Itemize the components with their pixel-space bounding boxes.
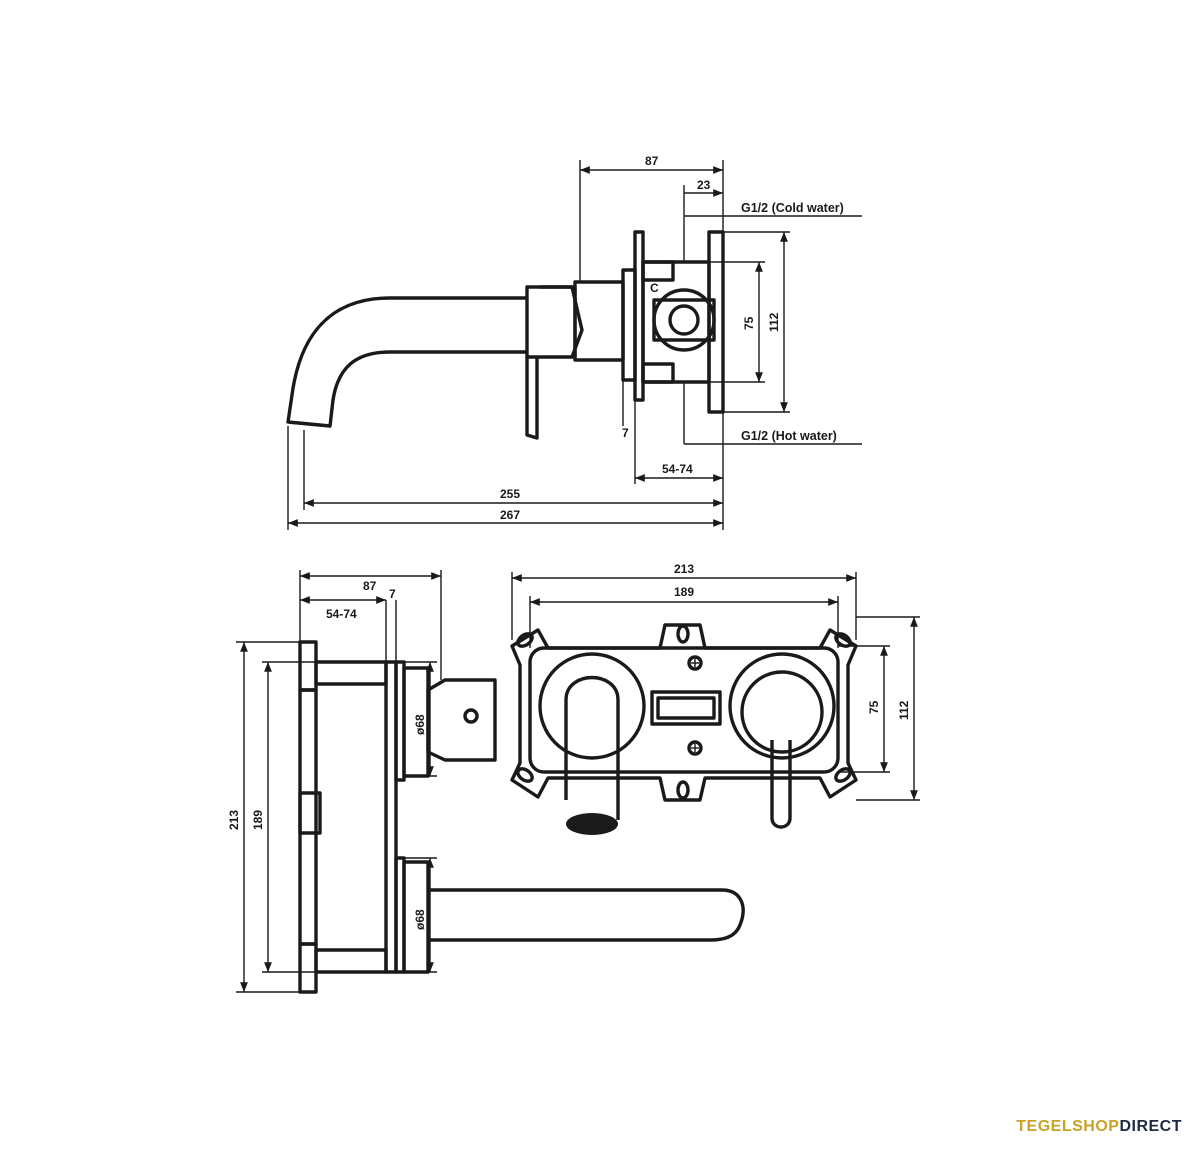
brand-logo-part1: TEGELSHOP: [1016, 1118, 1120, 1135]
concealed-box-top: [298, 640, 406, 994]
label-cold-water: G1/2 (Cold water): [741, 201, 844, 215]
concealed-box-side: C: [621, 230, 725, 414]
front-view: 213 189 75 112: [510, 562, 920, 835]
dim-side-267: 267: [500, 508, 520, 522]
dim-top-213: 213: [227, 810, 241, 830]
dim-front-112: 112: [897, 700, 911, 720]
dim-front-189: 189: [674, 585, 694, 599]
mounting-frame: [510, 623, 858, 802]
side-view: C 87 23 G1/2 (Cold water) 112 75 G1/2 (H…: [286, 154, 862, 530]
brand-logo-part2: DIRECT: [1119, 1118, 1182, 1135]
front-dimensions: 213 189 75 112: [511, 562, 920, 801]
dim-side-7: 7: [622, 426, 629, 440]
brand-logo: TEGELSHOPDIRECT: [1016, 1118, 1182, 1136]
label-hot-water: G1/2 (Hot water): [741, 429, 837, 443]
dim-top-189: 189: [251, 810, 265, 830]
top-dimensions: 87 7 54-74 213 189 ø68 ø68: [227, 570, 442, 993]
top-view: 87 7 54-74 213 189 ø68 ø68: [227, 570, 745, 994]
dim-front-75: 75: [867, 700, 881, 714]
dim-side-87: 87: [645, 154, 659, 168]
cover-plate: [528, 646, 840, 774]
spout-side: [286, 296, 527, 428]
dim-top-dia-upper: ø68: [413, 714, 427, 735]
spout-rosette-front: [538, 652, 646, 835]
dim-top-54-74: 54-74: [326, 607, 357, 621]
dim-top-7: 7: [389, 587, 396, 601]
dim-side-23: 23: [697, 178, 711, 192]
dim-side-54-74: 54-74: [662, 462, 693, 476]
box-marker-c: C: [650, 281, 659, 295]
dim-front-213: 213: [674, 562, 694, 576]
dim-top-87: 87: [363, 579, 377, 593]
side-dimensions: 87 23 G1/2 (Cold water) 112 75 G1/2 (Hot…: [287, 154, 862, 530]
mixer-body-side: [525, 280, 625, 440]
dim-side-75: 75: [742, 316, 756, 330]
dim-side-255: 255: [500, 487, 520, 501]
handle-rosette-front: [728, 652, 836, 829]
spout-top: [402, 860, 745, 974]
dim-side-112: 112: [767, 312, 781, 332]
dim-top-dia-lower: ø68: [413, 909, 427, 930]
